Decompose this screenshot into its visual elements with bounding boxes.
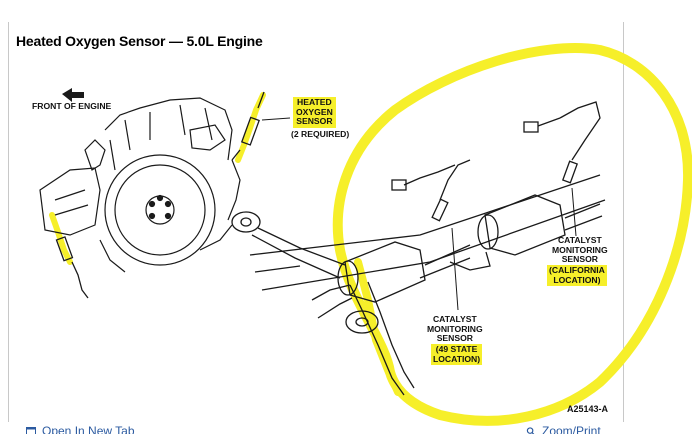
- label-two-required: (2 REQUIRED): [291, 129, 350, 139]
- external-window-icon: [26, 426, 36, 434]
- highlight-left-sensor: [49, 212, 73, 265]
- upper-oxygen-sensor: [231, 91, 265, 161]
- highlight-upper-sensor: [235, 92, 266, 163]
- label-heated-oxygen-sensor: HEATED OXYGEN SENSOR: [293, 97, 336, 128]
- front-arrow-icon: [62, 88, 84, 102]
- left-oxygen-sensor: [55, 236, 89, 299]
- diagram-title: Heated Oxygen Sensor — 5.0L Engine: [16, 33, 263, 49]
- image-footer: Open In New Tab Zoom/Print: [8, 422, 622, 434]
- engine-block: [39, 97, 241, 273]
- exhaust-system: [231, 101, 606, 396]
- open-new-tab-link[interactable]: Open In New Tab: [26, 424, 135, 434]
- label-49-state-location: (49 STATE LOCATION): [431, 344, 483, 365]
- diagram-frame: [8, 22, 624, 422]
- label-catalyst-california: CATALYST MONITORING SENSOR: [552, 235, 608, 264]
- label-california-location: (CALIFORNIA LOCATION): [547, 265, 607, 286]
- label-catalyst-49-state: CATALYST MONITORING SENSOR: [427, 314, 483, 343]
- zoom-print-label: Zoom/Print: [542, 424, 601, 434]
- magnifier-icon: [526, 426, 535, 434]
- zoom-print-link[interactable]: Zoom/Print: [526, 424, 601, 434]
- open-new-tab-label: Open In New Tab: [42, 424, 135, 434]
- highlight-front-pipe: [354, 258, 402, 396]
- figure-code: A25143-A: [567, 404, 609, 414]
- highlight-loop: [332, 43, 692, 426]
- label-front-of-engine: FRONT OF ENGINE: [32, 101, 112, 111]
